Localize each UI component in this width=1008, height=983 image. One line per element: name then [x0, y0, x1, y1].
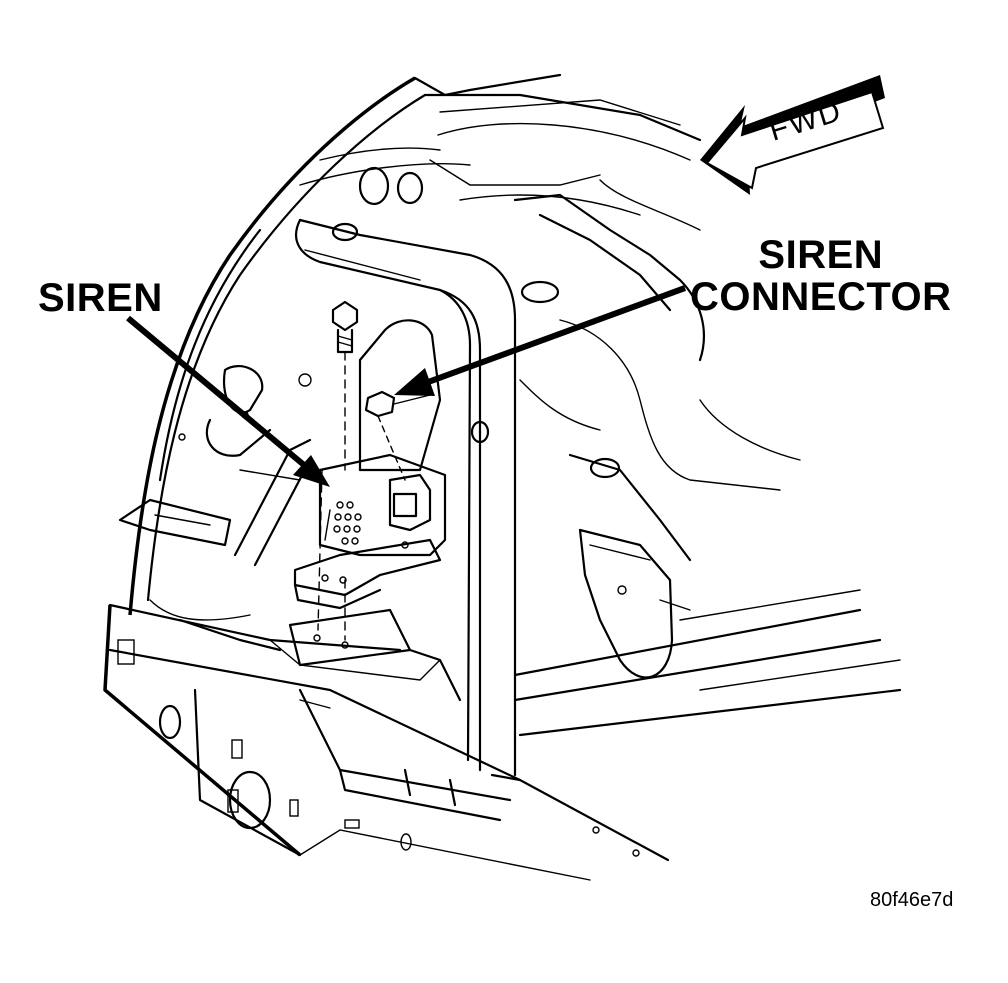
figure-code: 80f46e7d	[870, 889, 954, 911]
siren-connector-line1: SIREN	[758, 233, 884, 277]
crossmember	[103, 498, 670, 881]
siren-connector-line2: CONNECTOR	[690, 275, 952, 319]
connector-callout-arrow	[394, 285, 687, 396]
fender-panel	[128, 73, 702, 616]
electrical-connector-icon	[364, 390, 431, 481]
siren-callout-arrow	[126, 315, 330, 487]
siren-callout-label: SIREN	[38, 276, 163, 320]
mounting-bolt-icon	[313, 300, 359, 649]
siren-grille	[333, 501, 362, 545]
frame-rails	[513, 589, 902, 737]
siren-module-icon	[293, 319, 447, 610]
inner-apron	[513, 179, 801, 562]
forward-direction-arrow-icon	[700, 75, 885, 195]
support-bracket	[294, 218, 522, 782]
siren-connector-callout-label: SIREN CONNECTOR	[690, 234, 952, 318]
splash-shield	[578, 528, 691, 679]
floor-well	[269, 608, 462, 702]
